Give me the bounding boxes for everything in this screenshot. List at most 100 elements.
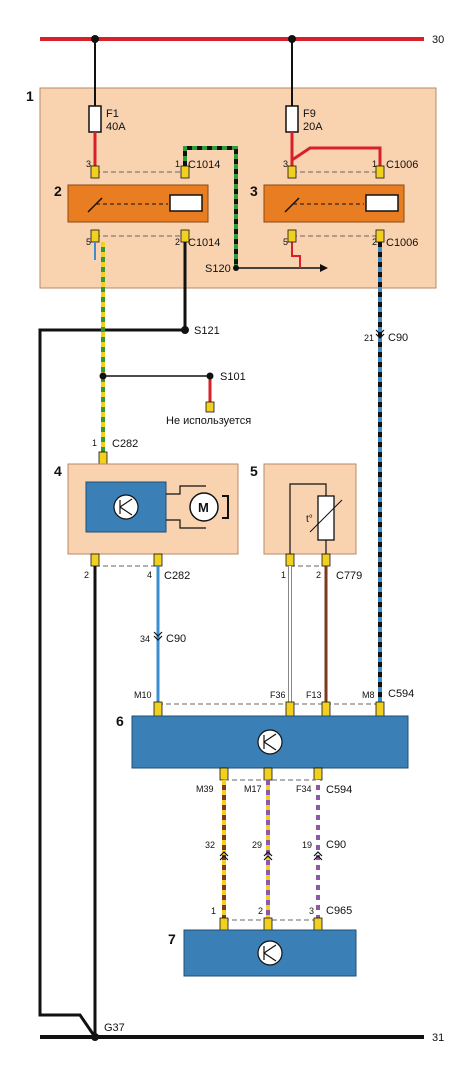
note-not-used: Не используется	[166, 415, 251, 427]
block-label-3: 3	[250, 183, 258, 199]
pin-relay2-coil-top: 1	[175, 159, 180, 169]
junction-rail-f1	[91, 35, 99, 43]
wire-f9-to-relay3-coil	[291, 146, 382, 170]
rail-label-30: 30	[432, 34, 444, 46]
connector-c1006-bot: C1006	[386, 237, 418, 249]
pin-c90-34: 34	[140, 634, 150, 644]
junction-s120	[233, 265, 239, 271]
connector-c1014-bot: C1014	[188, 237, 220, 249]
pin-motor-2: 2	[84, 570, 89, 580]
pin-sensor-1: 1	[281, 570, 286, 580]
pin-c965-2: 2	[258, 906, 263, 916]
pin-c965-3: 3	[309, 906, 314, 916]
ground-g37: G37	[104, 1022, 125, 1034]
pin-f34: F34	[296, 784, 312, 794]
motor-letter: M	[198, 500, 209, 515]
fuse-f9-rating: 20A	[303, 121, 323, 133]
splice-s120: S120	[205, 263, 231, 275]
terminal	[219, 767, 229, 781]
terminal	[90, 165, 100, 179]
pin-relay2-out: 5	[86, 237, 91, 247]
pin-relay2-coil-bot: 2	[175, 237, 180, 247]
transistor-icon-emitter	[119, 498, 133, 508]
terminal	[375, 701, 385, 717]
splice-s101: S101	[220, 371, 246, 383]
connector-mark-c90-c	[313, 851, 323, 857]
terminal	[263, 917, 273, 931]
terminal	[180, 229, 190, 243]
connector-mark-c90-a-2	[219, 855, 229, 861]
terminal	[287, 229, 297, 243]
pin-f36: F36	[270, 690, 286, 700]
rail-label-31: 31	[432, 1032, 444, 1044]
connector-c90-top: C90	[388, 332, 408, 344]
thermistor-icon	[317, 495, 335, 541]
pin-m8: M8	[362, 690, 375, 700]
motor-link-bot	[166, 519, 206, 529]
pin-relay3-coil-top: 1	[372, 159, 377, 169]
connector-c282-bot: C282	[164, 570, 190, 582]
fuse-f9	[285, 105, 299, 133]
transistor-icon-emitter	[263, 733, 277, 743]
transistor-icon-collector	[119, 506, 133, 516]
connector-mark-c90-b	[263, 851, 273, 857]
sensor-box	[263, 463, 357, 555]
terminal	[90, 553, 100, 567]
terminal	[375, 229, 385, 243]
pin-c90-32: 32	[205, 840, 215, 850]
pin-c90-19: 19	[302, 840, 312, 850]
terminal-s101-unused	[205, 401, 215, 413]
motor-link-top	[166, 485, 206, 495]
connector-c594-bot: C594	[326, 784, 352, 796]
connector-mark-c90-top	[375, 329, 385, 335]
transistor-icon-collector	[263, 952, 277, 962]
terminal	[153, 553, 163, 567]
arrow-s120	[320, 264, 328, 272]
thermistor-symbol: t°	[306, 514, 313, 525]
transistor-icon-collector	[263, 741, 277, 751]
pin-relay2-in: 3	[86, 159, 91, 169]
pin-c90-29: 29	[252, 840, 262, 850]
pin-c90-21: 21	[364, 333, 374, 343]
block-label-1: 1	[26, 88, 34, 104]
terminal	[90, 229, 100, 243]
fuse-f1	[88, 105, 102, 133]
relay-2-coil	[169, 194, 203, 212]
connector-c1014-top: C1014	[188, 159, 220, 171]
connector-c282-top: C282	[112, 438, 138, 450]
motor-brush-icon	[222, 495, 229, 519]
pin-relay3-coil-bot: 2	[372, 237, 377, 247]
terminal	[180, 165, 190, 179]
terminal	[285, 553, 295, 567]
connector-c90-bus: C90	[326, 839, 346, 851]
transistor-icon	[257, 729, 283, 755]
wire-black-s121-ground	[38, 328, 185, 1038]
connector-mark-c90-a	[219, 851, 229, 857]
pin-c282-1: 1	[92, 438, 97, 448]
connector-mark-c90-mid-2	[153, 635, 163, 641]
block-label-2: 2	[54, 183, 62, 199]
junction-rail-f9	[288, 35, 296, 43]
terminal	[285, 701, 295, 717]
terminal	[375, 165, 385, 179]
transistor-icon-emitter	[263, 944, 277, 954]
connector-mark-c90-b-2	[263, 855, 273, 861]
pin-m17: M17	[244, 784, 262, 794]
terminal	[153, 701, 163, 717]
pin-sensor-2: 2	[316, 570, 321, 580]
pin-c965-1: 1	[211, 906, 216, 916]
connector-mark-c90-c-2	[313, 855, 323, 861]
connector-c965: C965	[326, 905, 352, 917]
relay-3-switch	[284, 197, 300, 213]
terminal	[321, 553, 331, 567]
splice-s121: S121	[194, 325, 220, 337]
junction-s121	[181, 326, 189, 334]
pin-relay3-in: 3	[283, 159, 288, 169]
connector-mark-c90-top-2	[375, 333, 385, 339]
thermistor-arrow	[309, 499, 343, 533]
fuse-f1-rating: 40A	[106, 121, 126, 133]
pin-f13: F13	[306, 690, 322, 700]
motor-icon	[189, 492, 219, 522]
transistor-icon	[113, 494, 139, 520]
